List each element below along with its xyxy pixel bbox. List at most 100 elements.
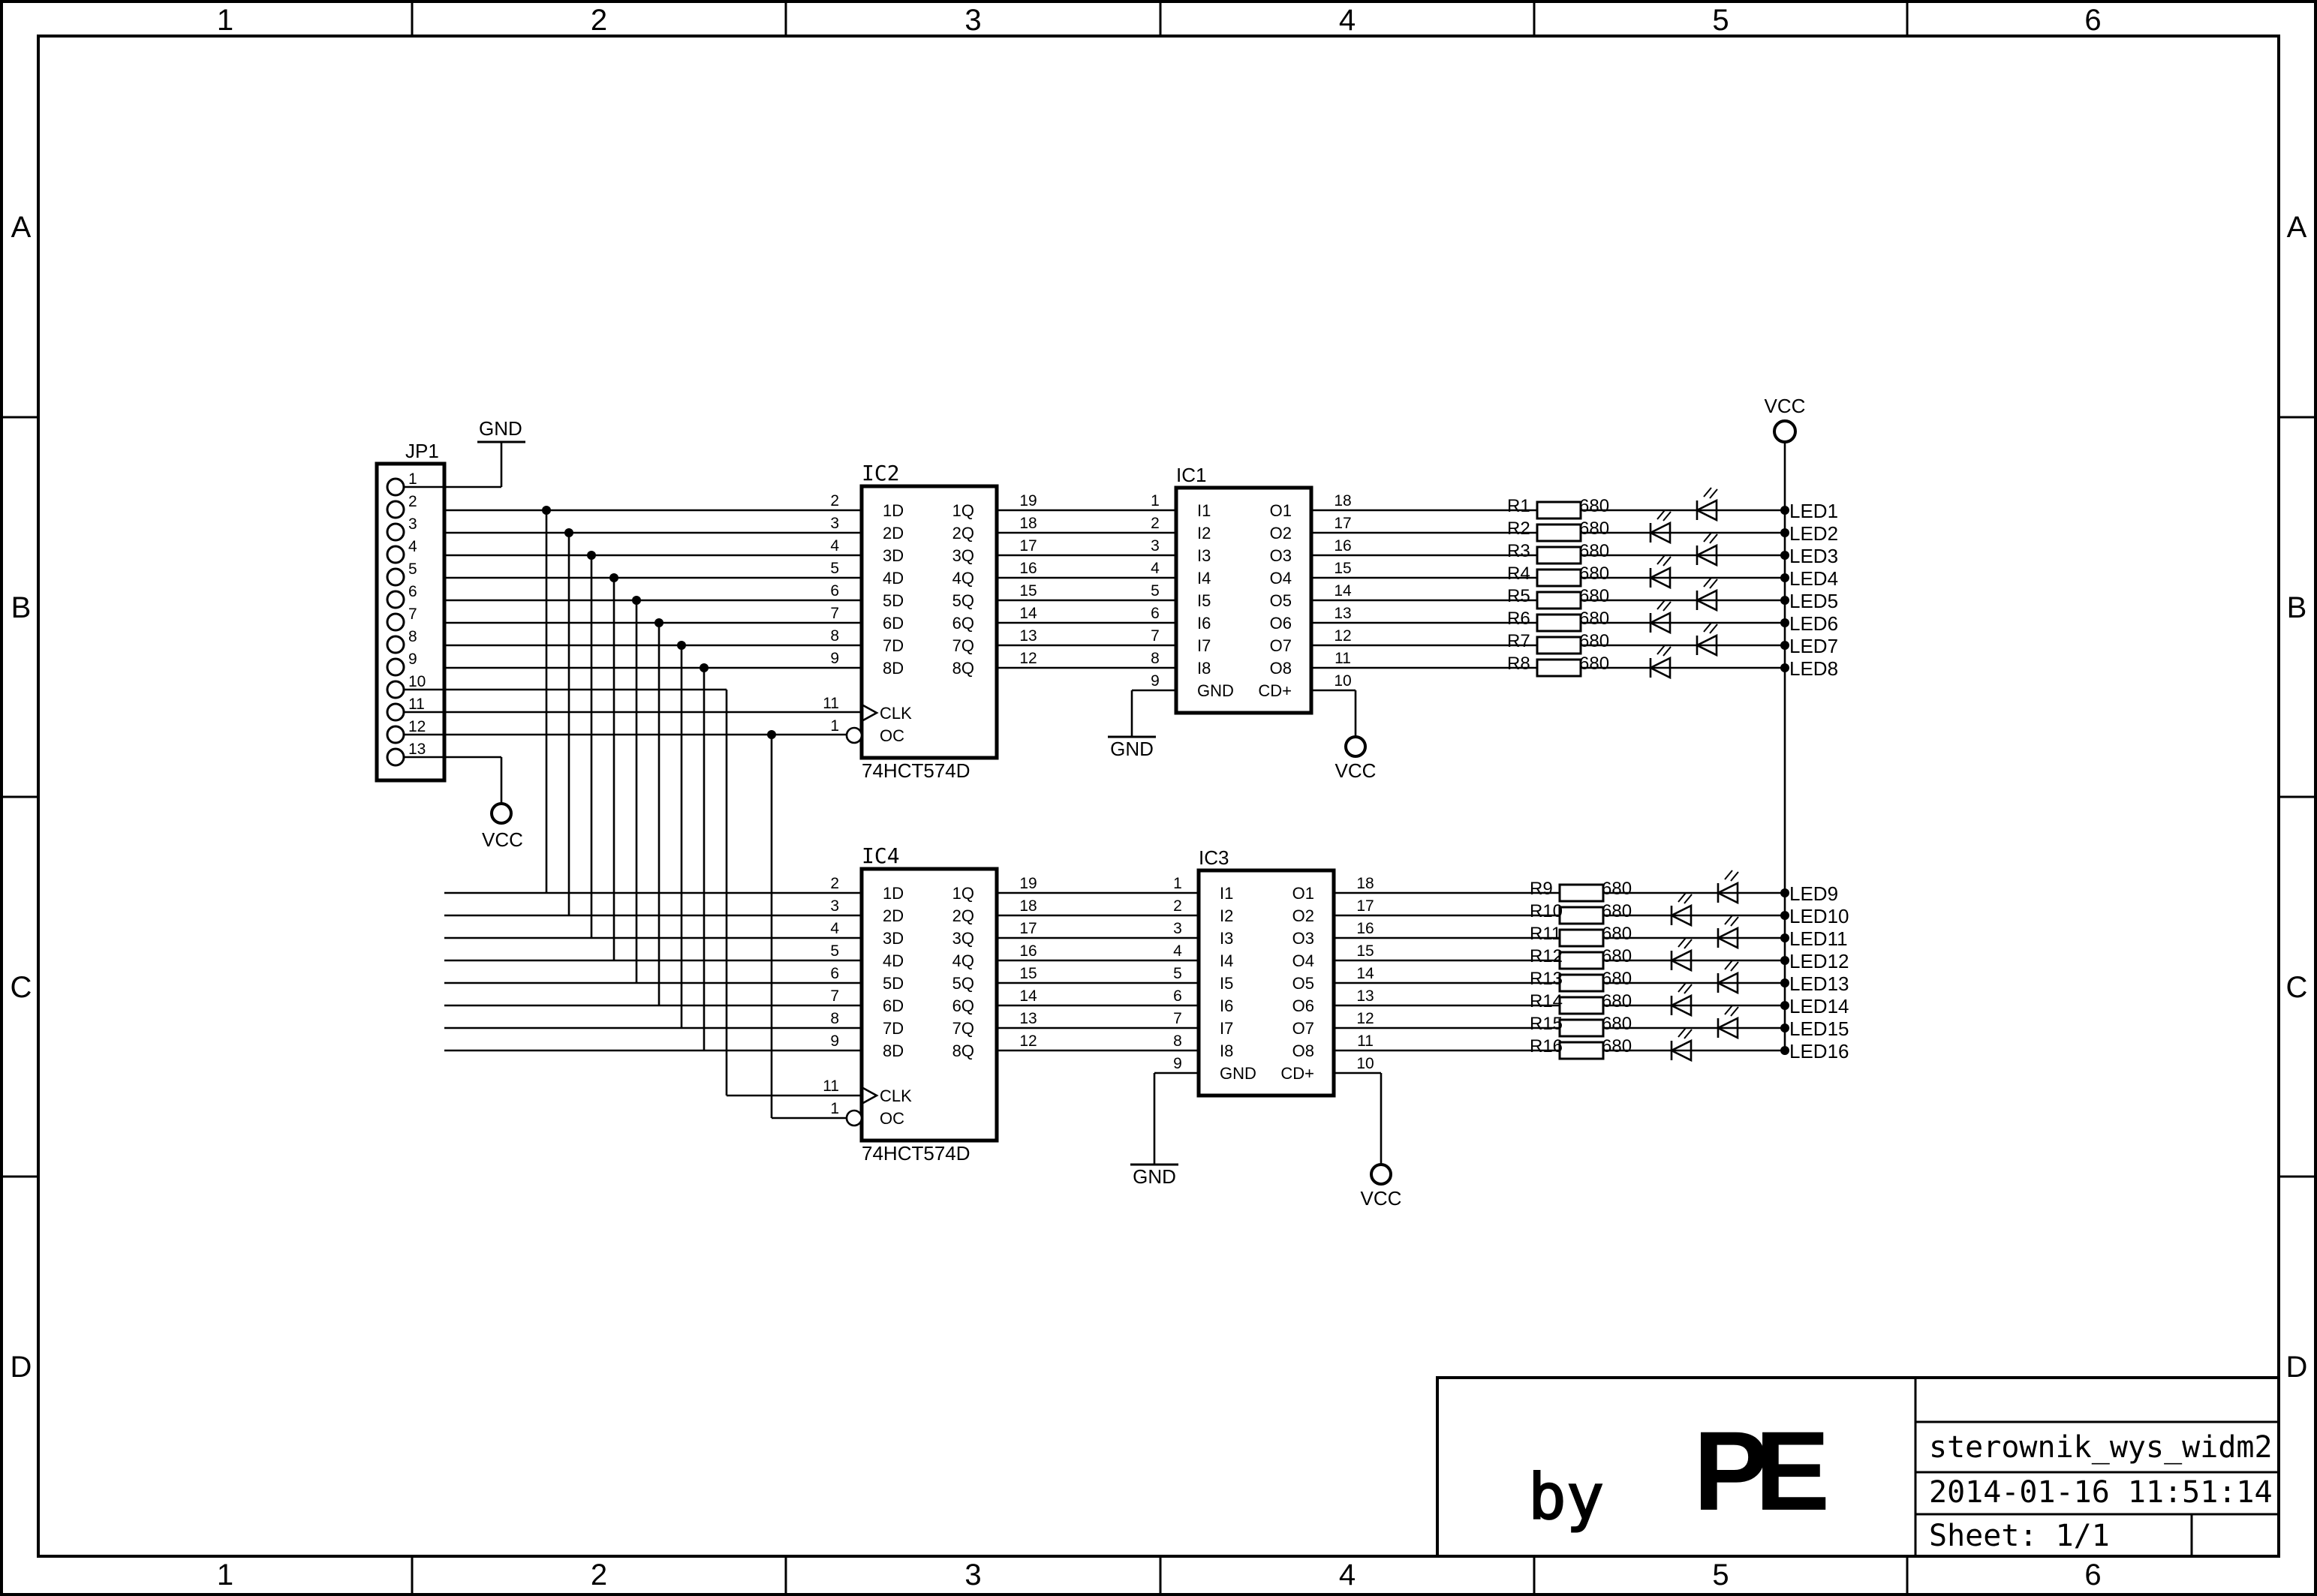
connector-pin-ring (386, 635, 405, 654)
vcc-label: VCC (1765, 395, 1806, 417)
vcc-label: VCC (1335, 759, 1377, 782)
connector-pin-number: 7 (408, 606, 417, 623)
driver-pin-number: 3 (1151, 537, 1160, 555)
resistor-body (1536, 658, 1582, 678)
latch-pin-label: 8D (883, 659, 904, 678)
connector-pin-number: 2 (408, 493, 417, 510)
led-triangle (1695, 588, 1718, 612)
resistor-body (1536, 613, 1582, 633)
junction-dot (1780, 506, 1789, 515)
resistor-body (1558, 906, 1605, 925)
led-ray (1730, 1006, 1739, 1017)
file-name: sterownik_wys_widm2 (1929, 1430, 2273, 1465)
latch-pin-label: 5D (883, 591, 904, 610)
driver-pin-number: 6 (1151, 605, 1160, 622)
latch-pin-number: 2 (830, 492, 839, 509)
driver-pin-number: 15 (1334, 560, 1351, 577)
latch-pin-label: 6D (883, 996, 904, 1015)
resistor-body (1536, 636, 1582, 655)
driver-pin-number: 9 (1173, 1055, 1182, 1072)
driver-pin-number: 17 (1356, 897, 1374, 915)
connector-pin-number: 1 (408, 470, 417, 488)
latch-pin-number: 16 (1019, 942, 1037, 960)
driver-pin-number: 8 (1151, 650, 1160, 667)
driver-pin-number: 6 (1173, 987, 1182, 1005)
driver-pin-label: O2 (1270, 524, 1292, 543)
driver-pin-number: 4 (1173, 942, 1182, 960)
junction-dot (1780, 911, 1789, 920)
led-ray (1663, 646, 1672, 657)
driver-pin-label: I8 (1197, 659, 1211, 678)
junction-dot (1780, 641, 1789, 650)
resistor-value: 680 (1602, 1036, 1632, 1056)
driver-pin-label: I4 (1220, 951, 1233, 970)
led-label: LED10 (1789, 905, 1849, 927)
resistor-body (1536, 523, 1582, 543)
latch-pin-number: 8 (830, 1010, 839, 1027)
connector-pin-ring (386, 702, 405, 722)
driver-pin-label: O5 (1292, 974, 1314, 993)
title-block-frame (1436, 1376, 2280, 1558)
junction-dot (1780, 888, 1789, 897)
connector-pin-number: 9 (408, 651, 417, 668)
led-label: LED15 (1789, 1017, 1849, 1040)
resistor-value: 680 (1579, 541, 1609, 561)
junction-dot (1780, 551, 1789, 560)
led-triangle (1648, 521, 1672, 545)
latch-pin-number: 3 (830, 515, 839, 532)
driver-pin-number: 5 (1173, 965, 1182, 982)
latch-pin-number: 13 (1019, 1010, 1037, 1027)
column-label: 3 (964, 4, 981, 37)
led-label: LED6 (1789, 612, 1838, 635)
resistor-value: 680 (1602, 991, 1632, 1011)
inner-border (37, 35, 2280, 1558)
connector-pin-number: 8 (408, 628, 417, 645)
vcc-ring (1344, 735, 1367, 758)
connector-pin-ring (386, 657, 405, 677)
connector-pin-ring (386, 612, 405, 632)
latch-pin-number: 19 (1019, 492, 1037, 509)
resistor-body (1536, 591, 1582, 610)
led-ray (1724, 1005, 1733, 1015)
connector-pin-number: 6 (408, 583, 417, 600)
driver-pin-label: I8 (1220, 1041, 1233, 1060)
vcc-ring (1773, 419, 1797, 443)
sheet-number: Sheet: 1/1 (1929, 1519, 2110, 1553)
resistor-ref: R10 (1530, 901, 1563, 921)
driver-pin-label: GND (1220, 1064, 1256, 1083)
connector-pin-ring (386, 522, 405, 542)
led-label: LED11 (1789, 927, 1848, 950)
column-label: 6 (2084, 1558, 2101, 1591)
driver-pin-number: 11 (1357, 1032, 1374, 1050)
led-triangle (1695, 633, 1718, 657)
driver-pin-label: O1 (1292, 884, 1314, 903)
latch-pin-label: 6Q (952, 996, 974, 1015)
latch-pin-label: 5Q (952, 974, 974, 993)
led-label: LED9 (1789, 882, 1838, 905)
led-triangle (1695, 543, 1718, 567)
driver-pin-number: 7 (1151, 627, 1160, 645)
driver-pin-label: O1 (1270, 501, 1292, 520)
latch-pin-label: 2D (883, 524, 904, 543)
connector-pin-ring (386, 680, 405, 699)
resistor-body (1558, 996, 1605, 1015)
latch-pin-label: 3Q (952, 929, 974, 948)
driver-pin-number: 13 (1334, 605, 1351, 622)
led-ray (1709, 488, 1718, 499)
latch-pin-label: 4Q (952, 569, 974, 588)
resistor-ref: R5 (1507, 586, 1530, 606)
latch-pin-number: 4 (830, 920, 839, 937)
led-label: LED7 (1789, 635, 1838, 657)
junction-dot (1780, 618, 1789, 627)
led-triangle (1669, 948, 1693, 972)
latch-pin-label: 2Q (952, 524, 974, 543)
driver-pin-number: 2 (1151, 515, 1160, 532)
vcc-ring (1370, 1163, 1392, 1186)
latch-pin-number: 11 (823, 1078, 839, 1095)
resistor-value: 680 (1602, 1014, 1632, 1034)
resistor-ref: R11 (1530, 924, 1561, 944)
